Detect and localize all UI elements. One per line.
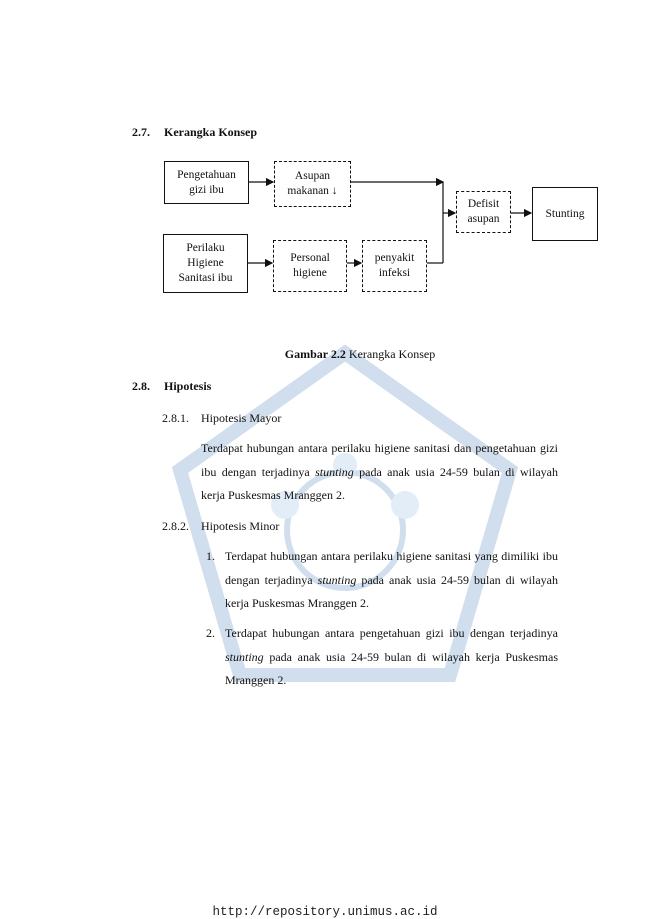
subsection-title: Hipotesis Mayor xyxy=(201,411,282,425)
section-heading-2-8: 2.8. Hipotesis xyxy=(132,379,211,394)
box-line: infeksi xyxy=(378,267,411,279)
box-personal-higiene: Personal higiene xyxy=(273,240,347,292)
subsection-number: 2.8.1. xyxy=(162,411,189,425)
section-heading-2-7: 2.7. Kerangka Konsep xyxy=(132,125,257,140)
box-line: Personal xyxy=(290,252,330,264)
box-line: Asupan xyxy=(294,170,331,182)
box-line: Perilaku xyxy=(186,242,225,254)
box-line: penyakit xyxy=(374,252,415,264)
list-text: Terdapat hubungan antara perilaku higien… xyxy=(225,549,558,587)
box-line: Stunting xyxy=(545,207,585,220)
box-line: higiene xyxy=(293,267,327,279)
box-asupan-makanan: Asupan makanan ↓ xyxy=(274,161,351,207)
list-text: pada anak usia 24-59 bulan di wilayah ke… xyxy=(225,649,558,688)
box-line: Sanitasi ibu xyxy=(178,272,233,284)
section-title: Kerangka Konsep xyxy=(164,125,258,139)
box-defisit-asupan: Defisit asupan xyxy=(456,191,511,233)
university-logo-watermark xyxy=(165,344,525,710)
figure-caption: Gambar 2.2 Kerangka Konsep xyxy=(0,347,650,362)
list-italic-term: stunting xyxy=(317,572,357,587)
section-number: 2.7. xyxy=(132,125,150,139)
box-line: makanan ↓ xyxy=(287,185,338,197)
section-number: 2.8. xyxy=(132,379,150,393)
paragraph-italic-term: stunting xyxy=(315,464,354,479)
figure-label: Gambar 2.2 xyxy=(284,347,346,361)
mayor-hypothesis-paragraph: Terdapat hubungan antara perilaku higien… xyxy=(201,437,558,508)
box-pengetahuan-gizi-ibu: Pengetahuan gizi ibu xyxy=(164,161,249,204)
paragraph-text: Terdapat hubungan antara perilaku higien… xyxy=(201,441,558,479)
repository-footer-url: http://repository.unimus.ac.id xyxy=(212,905,438,919)
section-title: Hipotesis xyxy=(164,379,212,393)
box-line: Pengetahuan xyxy=(177,168,236,181)
subsection-number: 2.8.2. xyxy=(162,519,189,533)
box-line: asupan xyxy=(467,213,500,225)
list-text: pada anak usia 24-59 bulan di wilayah ke… xyxy=(225,572,558,611)
box-line: Defisit xyxy=(467,198,500,210)
subsection-heading-2-8-2: 2.8.2. Hipotesis Minor xyxy=(162,519,279,534)
list-item-text: Terdapat hubungan antara perilaku higien… xyxy=(225,545,558,616)
box-line: Higiene xyxy=(187,257,224,269)
list-item-number: 1. xyxy=(206,549,215,563)
list-item-number: 2. xyxy=(206,626,215,640)
list-italic-term: stunting xyxy=(225,649,264,664)
box-stunting: Stunting xyxy=(532,187,598,241)
subsection-title: Hipotesis Minor xyxy=(201,519,280,533)
box-line: gizi ibu xyxy=(189,183,224,196)
subsection-heading-2-8-1: 2.8.1. Hipotesis Mayor xyxy=(162,411,281,426)
list-item-text: Terdapat hubungan antara pengetahuan giz… xyxy=(225,622,558,693)
box-penyakit-infeksi: penyakit infeksi xyxy=(362,240,427,292)
figure-caption-text: Kerangka Konsep xyxy=(348,347,436,361)
paragraph-text: pada anak usia 24-59 bulan di wilayah ke… xyxy=(201,464,558,503)
list-text: Terdapat hubungan antara pengetahuan giz… xyxy=(225,626,558,640)
